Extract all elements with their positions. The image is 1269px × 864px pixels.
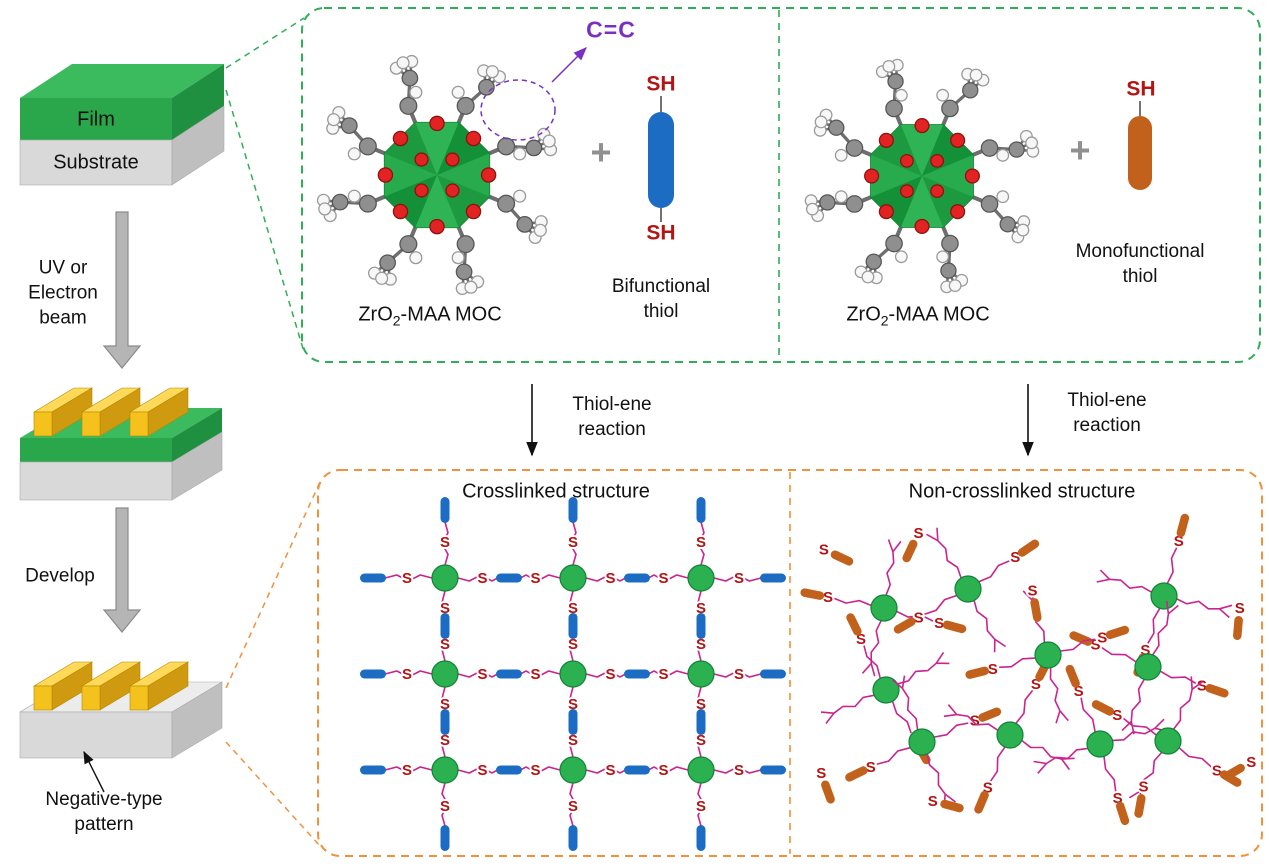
moc-label-right: ZrO2-MAA MOC xyxy=(846,303,990,329)
exposed-film-stack xyxy=(19,387,223,501)
svg-text:S: S xyxy=(530,666,540,683)
svg-text:S: S xyxy=(928,793,938,810)
svg-text:S: S xyxy=(1197,678,1207,695)
svg-text:S: S xyxy=(440,636,450,653)
sh-label-right: SH xyxy=(1126,77,1156,101)
pattern-annotation-arrow xyxy=(83,750,105,793)
svg-text:S: S xyxy=(1235,600,1245,617)
svg-text:S: S xyxy=(1246,754,1256,771)
svg-text:S: S xyxy=(934,615,944,632)
svg-text:S: S xyxy=(568,732,578,749)
svg-text:S: S xyxy=(568,696,578,713)
svg-text:S: S xyxy=(823,589,833,606)
moc-cluster-left xyxy=(318,56,557,295)
vinyl-arrow xyxy=(551,47,587,83)
svg-text:S: S xyxy=(477,570,487,587)
svg-text:S: S xyxy=(568,600,578,617)
svg-text:S: S xyxy=(734,666,744,683)
monofunctional-thiol-label: Monofunctional thiol xyxy=(1075,241,1205,287)
moc-cluster-right xyxy=(805,59,1038,292)
svg-text:S: S xyxy=(696,600,706,617)
crosslinked-title: Crosslinked structure xyxy=(462,480,650,503)
plus-sign-left: + xyxy=(590,131,612,173)
svg-text:S: S xyxy=(530,570,540,587)
svg-text:S: S xyxy=(568,798,578,815)
film-label: Film xyxy=(77,108,115,131)
noncrosslinked-title: Non-crosslinked structure xyxy=(908,480,1136,503)
film-substrate-stack xyxy=(19,64,225,186)
thiol-ene-label-left: Thiol-ene reaction xyxy=(572,394,652,440)
svg-text:S: S xyxy=(658,762,668,779)
svg-text:S: S xyxy=(402,570,412,587)
svg-text:S: S xyxy=(605,666,615,683)
svg-text:S: S xyxy=(914,610,924,627)
top-zoom-panel-border xyxy=(301,7,1261,363)
svg-text:S: S xyxy=(658,666,668,683)
svg-text:S: S xyxy=(402,762,412,779)
svg-text:S: S xyxy=(658,570,668,587)
svg-text:S: S xyxy=(440,534,450,551)
svg-text:S: S xyxy=(1097,629,1107,646)
substrate-label: Substrate xyxy=(53,151,139,174)
moc-label-left: ZrO2-MAA MOC xyxy=(358,303,502,329)
svg-text:S: S xyxy=(866,759,876,776)
svg-text:S: S xyxy=(734,762,744,779)
svg-text:S: S xyxy=(605,762,615,779)
svg-text:S: S xyxy=(696,732,706,749)
svg-text:S: S xyxy=(734,570,744,587)
svg-text:S: S xyxy=(913,525,923,542)
svg-text:S: S xyxy=(440,600,450,617)
svg-text:S: S xyxy=(696,534,706,551)
patterned-substrate-stack xyxy=(18,661,224,759)
bifunctional-thiol-label: Bifunctional thiol xyxy=(611,276,711,322)
svg-text:S: S xyxy=(988,661,998,678)
svg-text:S: S xyxy=(1138,778,1148,795)
svg-text:S: S xyxy=(696,798,706,815)
monofunctional-thiol-capsule xyxy=(1128,101,1152,190)
svg-text:S: S xyxy=(696,636,706,653)
svg-text:S: S xyxy=(440,798,450,815)
svg-text:S: S xyxy=(1027,582,1037,599)
develop-label: Develop xyxy=(25,565,95,587)
vinyl-highlight-circle xyxy=(480,79,556,141)
svg-text:S: S xyxy=(530,762,540,779)
sh-label-bottom-left: SH xyxy=(646,221,676,245)
svg-text:S: S xyxy=(477,666,487,683)
svg-text:S: S xyxy=(568,636,578,653)
bottom-zoom-panel-border xyxy=(317,469,1263,857)
svg-text:S: S xyxy=(477,762,487,779)
bifunctional-thiol-capsule xyxy=(648,96,674,222)
svg-text:S: S xyxy=(440,696,450,713)
uv-exposure-arrow xyxy=(102,211,142,369)
crosslinked-network: S S S S S S S S S S S S S S S S S S S S S S S S S S S S S S S S S S S S xyxy=(360,497,786,851)
exposed-pattern-bars xyxy=(32,387,190,437)
sh-label-top-left: SH xyxy=(646,72,676,96)
zoom-connectors-orange xyxy=(225,481,321,847)
svg-text:S: S xyxy=(696,696,706,713)
svg-text:S: S xyxy=(605,570,615,587)
negative-pattern-label: Negative-type pattern xyxy=(45,789,163,835)
svg-text:S: S xyxy=(819,542,829,559)
develop-arrow xyxy=(102,507,142,633)
svg-text:S: S xyxy=(440,732,450,749)
svg-text:S: S xyxy=(970,713,980,730)
thiol-ene-label-right: Thiol-ene reaction xyxy=(1067,390,1147,436)
zoom-connectors-green xyxy=(225,17,305,353)
uv-beam-label: UV or Electron beam xyxy=(28,257,98,329)
plus-sign-right: + xyxy=(1069,129,1091,171)
negative-pattern-bars xyxy=(32,661,190,711)
svg-text:S: S xyxy=(402,666,412,683)
cc-double-bond-label: C=C xyxy=(586,16,636,43)
svg-text:S: S xyxy=(568,534,578,551)
svg-text:S: S xyxy=(816,765,826,782)
